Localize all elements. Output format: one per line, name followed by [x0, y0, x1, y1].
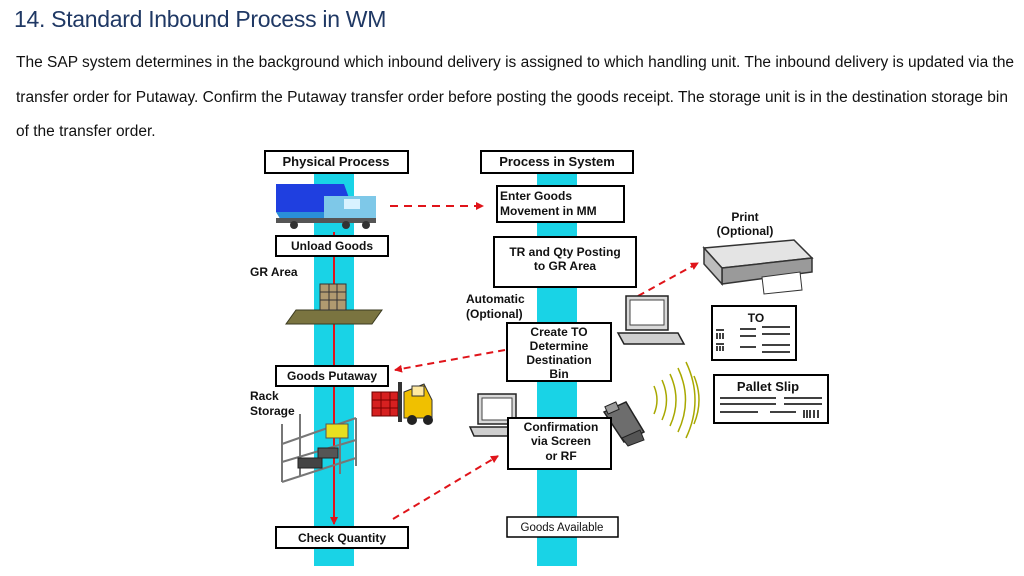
create-to-line4: Bin	[549, 367, 568, 381]
create-to-line1: Create TO	[530, 325, 587, 339]
truck-icon	[276, 184, 376, 229]
check-quantity-box	[275, 526, 409, 549]
computer-to-printer-arrow	[637, 262, 699, 297]
create-to-to-putaway-arrow	[394, 349, 506, 373]
rf-scanner-icon	[602, 401, 646, 447]
gr-area-pallet-icon	[285, 283, 383, 325]
physical-header: Physical Process	[283, 154, 390, 169]
goods-putaway-box	[275, 365, 389, 387]
rack-storage-line2: Storage	[250, 404, 295, 418]
slide-paragraph: The SAP system determines in the backgro…	[16, 54, 1015, 140]
goods-available-label: Goods Available	[521, 522, 604, 534]
create-to-line2: Determine	[530, 339, 589, 353]
enter-goods-box	[496, 185, 625, 223]
rack-storage-line1: Rack	[250, 389, 279, 403]
forklift-icon	[371, 382, 433, 425]
create-to-box	[506, 322, 612, 382]
to-document-icon	[711, 305, 797, 361]
unload-goods-label: Unload Goods	[291, 239, 373, 253]
goods-available-box	[506, 516, 619, 538]
to-document-label: TO	[748, 311, 764, 325]
check-to-confirmation-arrow	[392, 455, 499, 520]
confirmation-line3: or RF	[545, 449, 576, 463]
confirmation-box	[507, 417, 612, 470]
goods-putaway-label: Goods Putaway	[287, 369, 377, 383]
automatic-line1: Automatic	[466, 292, 525, 306]
system-header: Process in System	[499, 154, 615, 169]
tr-posting-line1: TR and Qty Posting	[509, 245, 620, 259]
confirmation-line1: Confirmation	[524, 420, 599, 434]
pallet-slip-label: Pallet Slip	[737, 379, 799, 394]
printer-icon	[702, 239, 814, 295]
rack-icon	[281, 414, 357, 483]
unload-goods-box	[275, 235, 389, 257]
physical-header-box	[264, 150, 409, 174]
automatic-line2: (Optional)	[466, 307, 523, 321]
check-quantity-label: Check Quantity	[298, 531, 386, 545]
slide-title: 14. Standard Inbound Process in WM	[14, 6, 387, 32]
system-header-box	[480, 150, 634, 174]
enter-goods-line2: Movement in MM	[500, 204, 597, 218]
tr-posting-line2: to GR Area	[534, 259, 597, 273]
computer-icon	[616, 295, 686, 345]
enter-goods-line1: Enter Goods	[500, 189, 572, 203]
gr-area-label: GR Area	[250, 265, 298, 279]
create-to-line3: Destination	[526, 353, 591, 367]
print-line2: (Optional)	[717, 224, 774, 238]
print-line1: Print	[731, 210, 758, 224]
rf-waves-icon	[653, 361, 700, 439]
pallet-slip-icon	[713, 374, 829, 424]
confirmation-line2: via Screen	[531, 434, 591, 448]
tr-posting-box	[493, 236, 637, 288]
